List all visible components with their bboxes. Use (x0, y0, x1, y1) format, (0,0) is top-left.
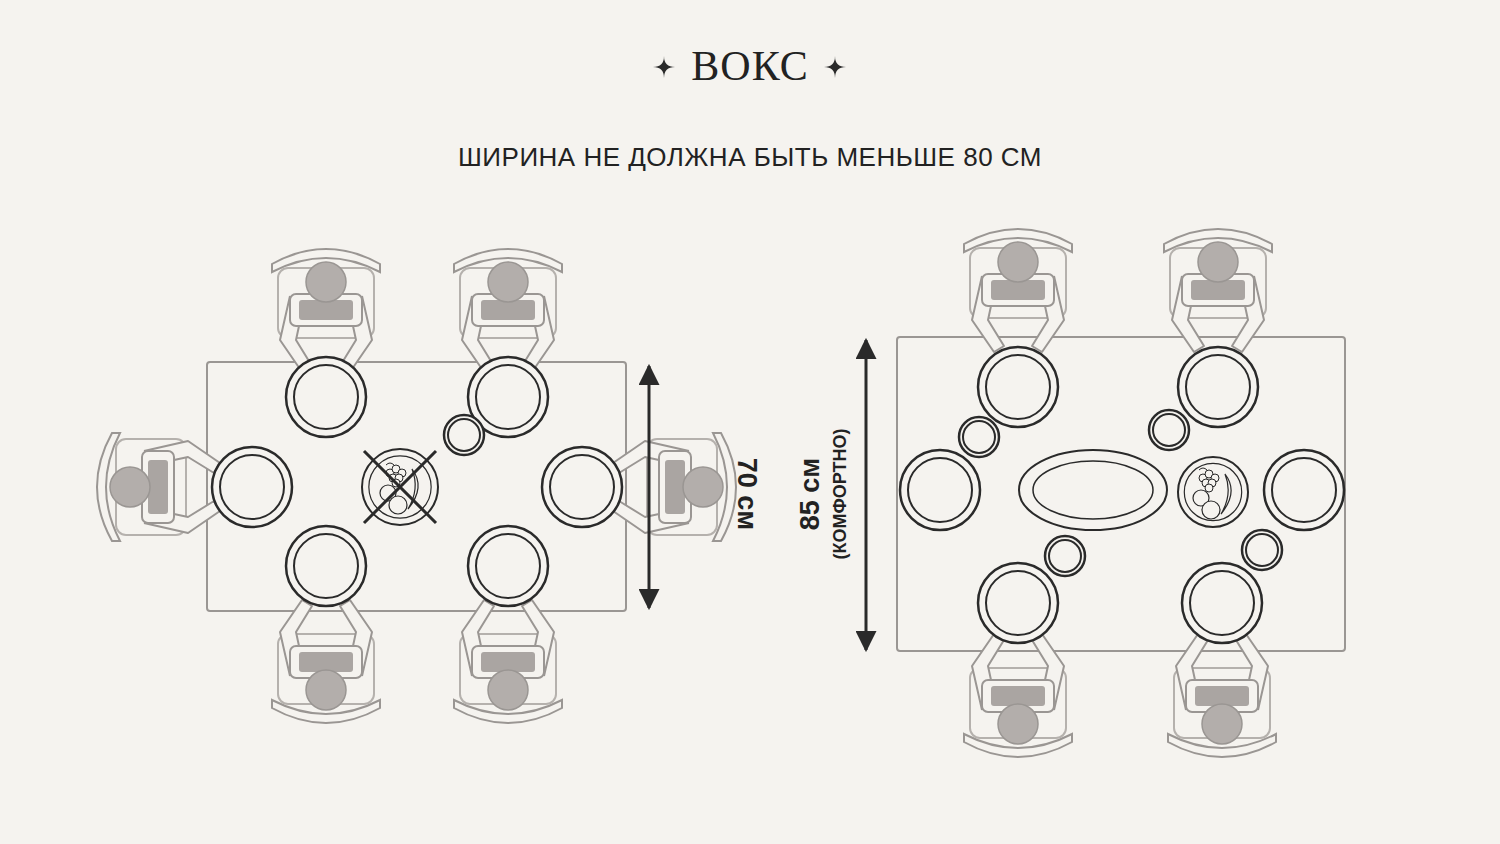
dinner-plate-rim (476, 365, 540, 429)
star-ornament (824, 56, 846, 78)
shoulders (1191, 280, 1245, 300)
dimension-arrow (648, 366, 651, 608)
fruit-plate (362, 449, 438, 525)
dinner-plate (1182, 563, 1262, 643)
saucer-rim (1153, 414, 1185, 446)
dinner-plate-rim (476, 534, 540, 598)
seated-person (964, 229, 1072, 352)
saucer (444, 415, 484, 455)
saucer (1045, 536, 1085, 576)
fruit-plate (1178, 457, 1248, 527)
saucer-rim (1246, 534, 1278, 566)
seated-person (1168, 634, 1276, 757)
dimension-arrow (865, 340, 868, 650)
shoulders (665, 460, 685, 514)
shoulders (299, 652, 353, 672)
logo: ВОКС (691, 42, 808, 90)
heading: ШИРИНА НЕ ДОЛЖНА БЫТЬ МЕНЬШЕ 80 СМ (458, 142, 1042, 173)
shoulders (481, 652, 535, 672)
seated-person (97, 433, 220, 541)
dinner-plate (1264, 450, 1344, 530)
dimension-label: 70 см (731, 458, 762, 531)
dinner-plate (978, 347, 1058, 427)
dinner-plate (468, 526, 548, 606)
dimension-label: 85 см (795, 458, 826, 531)
dinner-plate-rim (294, 534, 358, 598)
head (998, 242, 1038, 282)
seated-person (964, 634, 1072, 757)
saucer (1149, 410, 1189, 450)
head (306, 262, 346, 302)
seated-person (454, 249, 562, 372)
saucer-rim (448, 419, 480, 451)
seated-person (454, 600, 562, 723)
shoulders (1195, 686, 1249, 706)
head (488, 262, 528, 302)
head (306, 670, 346, 710)
head (1198, 242, 1238, 282)
seated-person (272, 249, 380, 372)
saucer (1242, 530, 1282, 570)
shoulders (148, 460, 168, 514)
seated-person (272, 600, 380, 723)
dinner-plate (212, 447, 292, 527)
seated-person (613, 433, 736, 541)
shoulders (299, 300, 353, 320)
wide-table (897, 337, 1345, 651)
dinner-plate (542, 447, 622, 527)
head (998, 704, 1038, 744)
saucer-rim (1049, 540, 1081, 572)
dinner-plate (900, 450, 980, 530)
shoulders (991, 686, 1045, 706)
saucer (959, 417, 999, 457)
dinner-plate-rim (220, 455, 284, 519)
narrow-table (207, 362, 626, 611)
oval-platter (1019, 450, 1167, 530)
shoulders (991, 280, 1045, 300)
dinner-plate (286, 526, 366, 606)
saucer-rim (963, 421, 995, 453)
oval-platter-rim (1033, 461, 1153, 519)
dinner-plate-rim (986, 571, 1050, 635)
seated-person (1164, 229, 1272, 352)
dinner-plate (286, 357, 366, 437)
head (110, 467, 150, 507)
dinner-plate-rim (1190, 571, 1254, 635)
dimension-note: (КОМФОРТНО) (830, 428, 851, 559)
dinner-plate (978, 563, 1058, 643)
head (1202, 704, 1242, 744)
shoulders (481, 300, 535, 320)
cross-mark (364, 451, 436, 523)
dinner-plate (1178, 347, 1258, 427)
dinner-plate-rim (1186, 355, 1250, 419)
dinner-plate-rim (1272, 458, 1336, 522)
head (683, 467, 723, 507)
head (488, 670, 528, 710)
dinner-plate-rim (550, 455, 614, 519)
dinner-plate-rim (294, 365, 358, 429)
dinner-plate-rim (986, 355, 1050, 419)
star-ornament (653, 56, 675, 78)
dinner-plate-rim (908, 458, 972, 522)
